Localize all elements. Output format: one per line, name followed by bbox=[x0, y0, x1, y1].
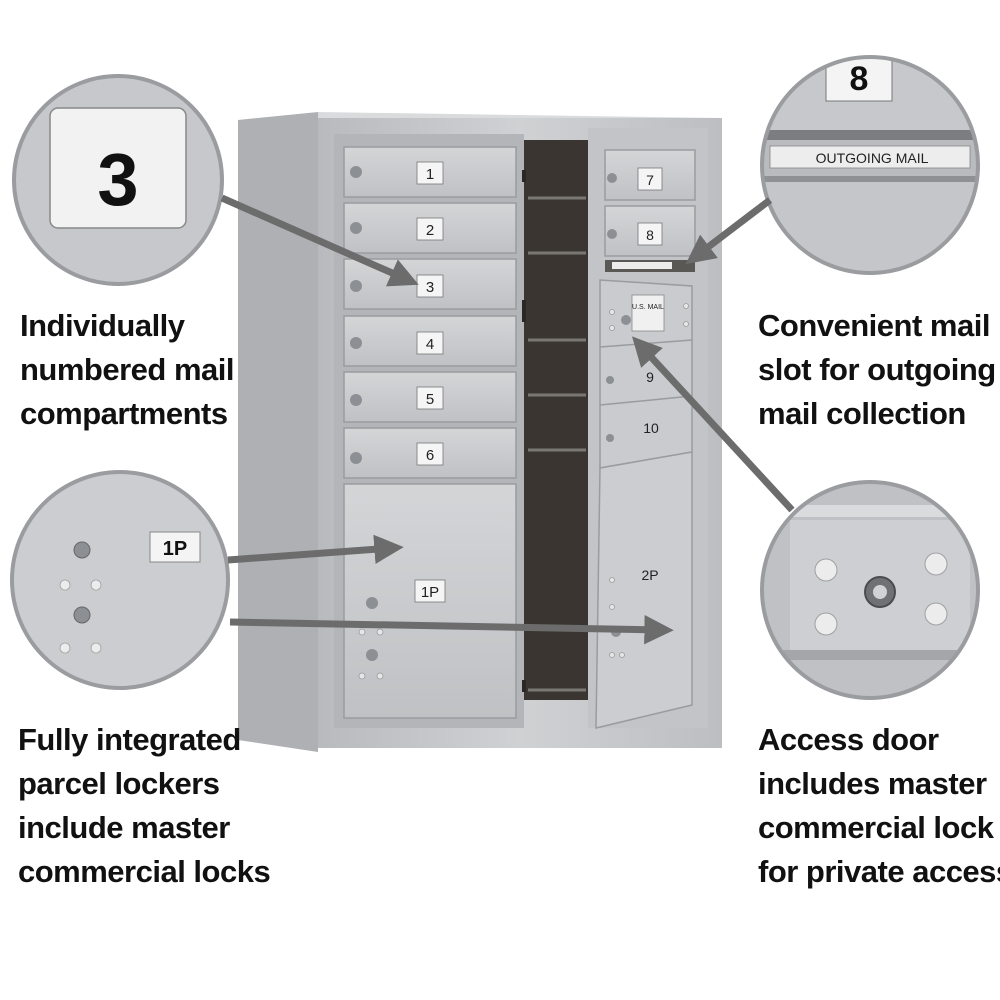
lock-icon bbox=[606, 434, 614, 442]
left-compartment-column: 1 2 3 4 5 6 bbox=[343, 146, 517, 719]
lock-icon bbox=[606, 376, 614, 384]
caption-access-door: Access door includes master commercial l… bbox=[758, 718, 1000, 894]
caption-line: mail collection bbox=[758, 396, 966, 431]
zoom-outgoing-number: 8 bbox=[850, 60, 869, 98]
compartment-number: 1 bbox=[426, 166, 434, 183]
rivet-dots bbox=[609, 577, 625, 658]
caption-parcel-lockers: Fully integrated parcel lockers include … bbox=[18, 718, 271, 894]
lock-icon bbox=[350, 394, 362, 406]
compartment-number: 7 bbox=[646, 172, 654, 188]
arrow-numbered bbox=[220, 194, 419, 287]
lock-icon bbox=[607, 229, 617, 239]
caption-outgoing-mail: Convenient mail slot for outgoing mail c… bbox=[758, 304, 996, 436]
callout-arrows bbox=[220, 194, 795, 645]
lock-icon bbox=[73, 541, 91, 559]
zoom-access-lock bbox=[760, 480, 980, 700]
lock-icon bbox=[350, 222, 362, 234]
lock-icon bbox=[366, 597, 378, 609]
zoom-number-text: 3 bbox=[97, 138, 138, 221]
master-lock-icon bbox=[621, 315, 631, 325]
interior-cavity bbox=[524, 140, 588, 700]
rivet-dots bbox=[814, 552, 948, 636]
right-compartment-column: 7 8 U.S. MAIL 9 10 bbox=[522, 149, 696, 729]
compartment-door[interactable]: 4 bbox=[343, 315, 517, 367]
lock-icon bbox=[350, 452, 362, 464]
rivet-dots bbox=[59, 579, 102, 654]
zoom-parcel-locks: 1P bbox=[10, 470, 230, 690]
arrow-parcel-2 bbox=[229, 614, 674, 645]
lock-icon bbox=[350, 280, 362, 292]
caption-numbered-compartments: Individually numbered mail compartments bbox=[20, 304, 235, 436]
master-lock-icon bbox=[73, 606, 91, 624]
caption-line: Access door bbox=[758, 722, 939, 757]
rivet-dots bbox=[358, 628, 384, 680]
compartment-door[interactable]: 8 bbox=[604, 205, 696, 257]
access-door[interactable]: U.S. MAIL 9 10 2P bbox=[595, 279, 693, 729]
parcel-locker-number: 2P bbox=[641, 567, 658, 583]
compartment-number: 6 bbox=[426, 447, 434, 464]
arrow-access bbox=[632, 336, 795, 513]
compartment-number: 10 bbox=[643, 420, 659, 436]
caption-line: Individually bbox=[20, 308, 185, 343]
compartment-number: 3 bbox=[426, 279, 434, 296]
rivet-dots bbox=[609, 303, 689, 331]
compartment-number: 2 bbox=[426, 222, 434, 239]
caption-line: parcel lockers bbox=[18, 766, 220, 801]
zoom-outgoing-mail: 8 OUTGOING MAIL bbox=[760, 55, 980, 275]
arrow-outgoing bbox=[685, 197, 773, 265]
compartment-door[interactable]: 1 bbox=[343, 146, 517, 198]
compartment-door[interactable]: 6 bbox=[343, 427, 517, 479]
compartment-door[interactable]: 2 bbox=[343, 202, 517, 254]
caption-line: slot for outgoing bbox=[758, 352, 996, 387]
compartment-number: 4 bbox=[426, 336, 434, 353]
compartment-number: 9 bbox=[646, 369, 654, 385]
hinges bbox=[522, 170, 526, 692]
caption-line: numbered mail bbox=[20, 352, 235, 387]
caption-line: for private access bbox=[758, 854, 1000, 889]
master-lock-icon bbox=[366, 649, 378, 661]
caption-line: commercial lock bbox=[758, 810, 994, 845]
outgoing-mail-label: OUTGOING MAIL bbox=[816, 150, 929, 166]
caption-line: compartments bbox=[20, 396, 228, 431]
lock-icon bbox=[607, 173, 617, 183]
arrow-parcel bbox=[227, 534, 404, 564]
caption-line: include master bbox=[18, 810, 230, 845]
compartment-door[interactable]: 7 bbox=[604, 149, 696, 201]
outgoing-mail-slot[interactable] bbox=[605, 260, 695, 272]
zoom-number-label: 3 bbox=[12, 74, 224, 286]
compartment-number: 8 bbox=[646, 227, 654, 243]
zoom-parcel-label: 1P bbox=[163, 538, 187, 560]
caption-line: commercial locks bbox=[18, 854, 271, 889]
lock-icon bbox=[350, 166, 362, 178]
caption-line: Fully integrated bbox=[18, 722, 241, 757]
compartment-number: 5 bbox=[426, 391, 434, 408]
compartment-door[interactable]: 5 bbox=[343, 371, 517, 423]
lock-icon bbox=[350, 337, 362, 349]
access-door-plate: U.S. MAIL bbox=[632, 304, 664, 311]
parcel-locker-number: 1P bbox=[421, 584, 439, 601]
interior-shelves bbox=[528, 196, 586, 692]
parcel-locker-door[interactable]: 1P bbox=[343, 483, 517, 719]
caption-line: includes master bbox=[758, 766, 987, 801]
caption-line: Convenient mail bbox=[758, 308, 990, 343]
